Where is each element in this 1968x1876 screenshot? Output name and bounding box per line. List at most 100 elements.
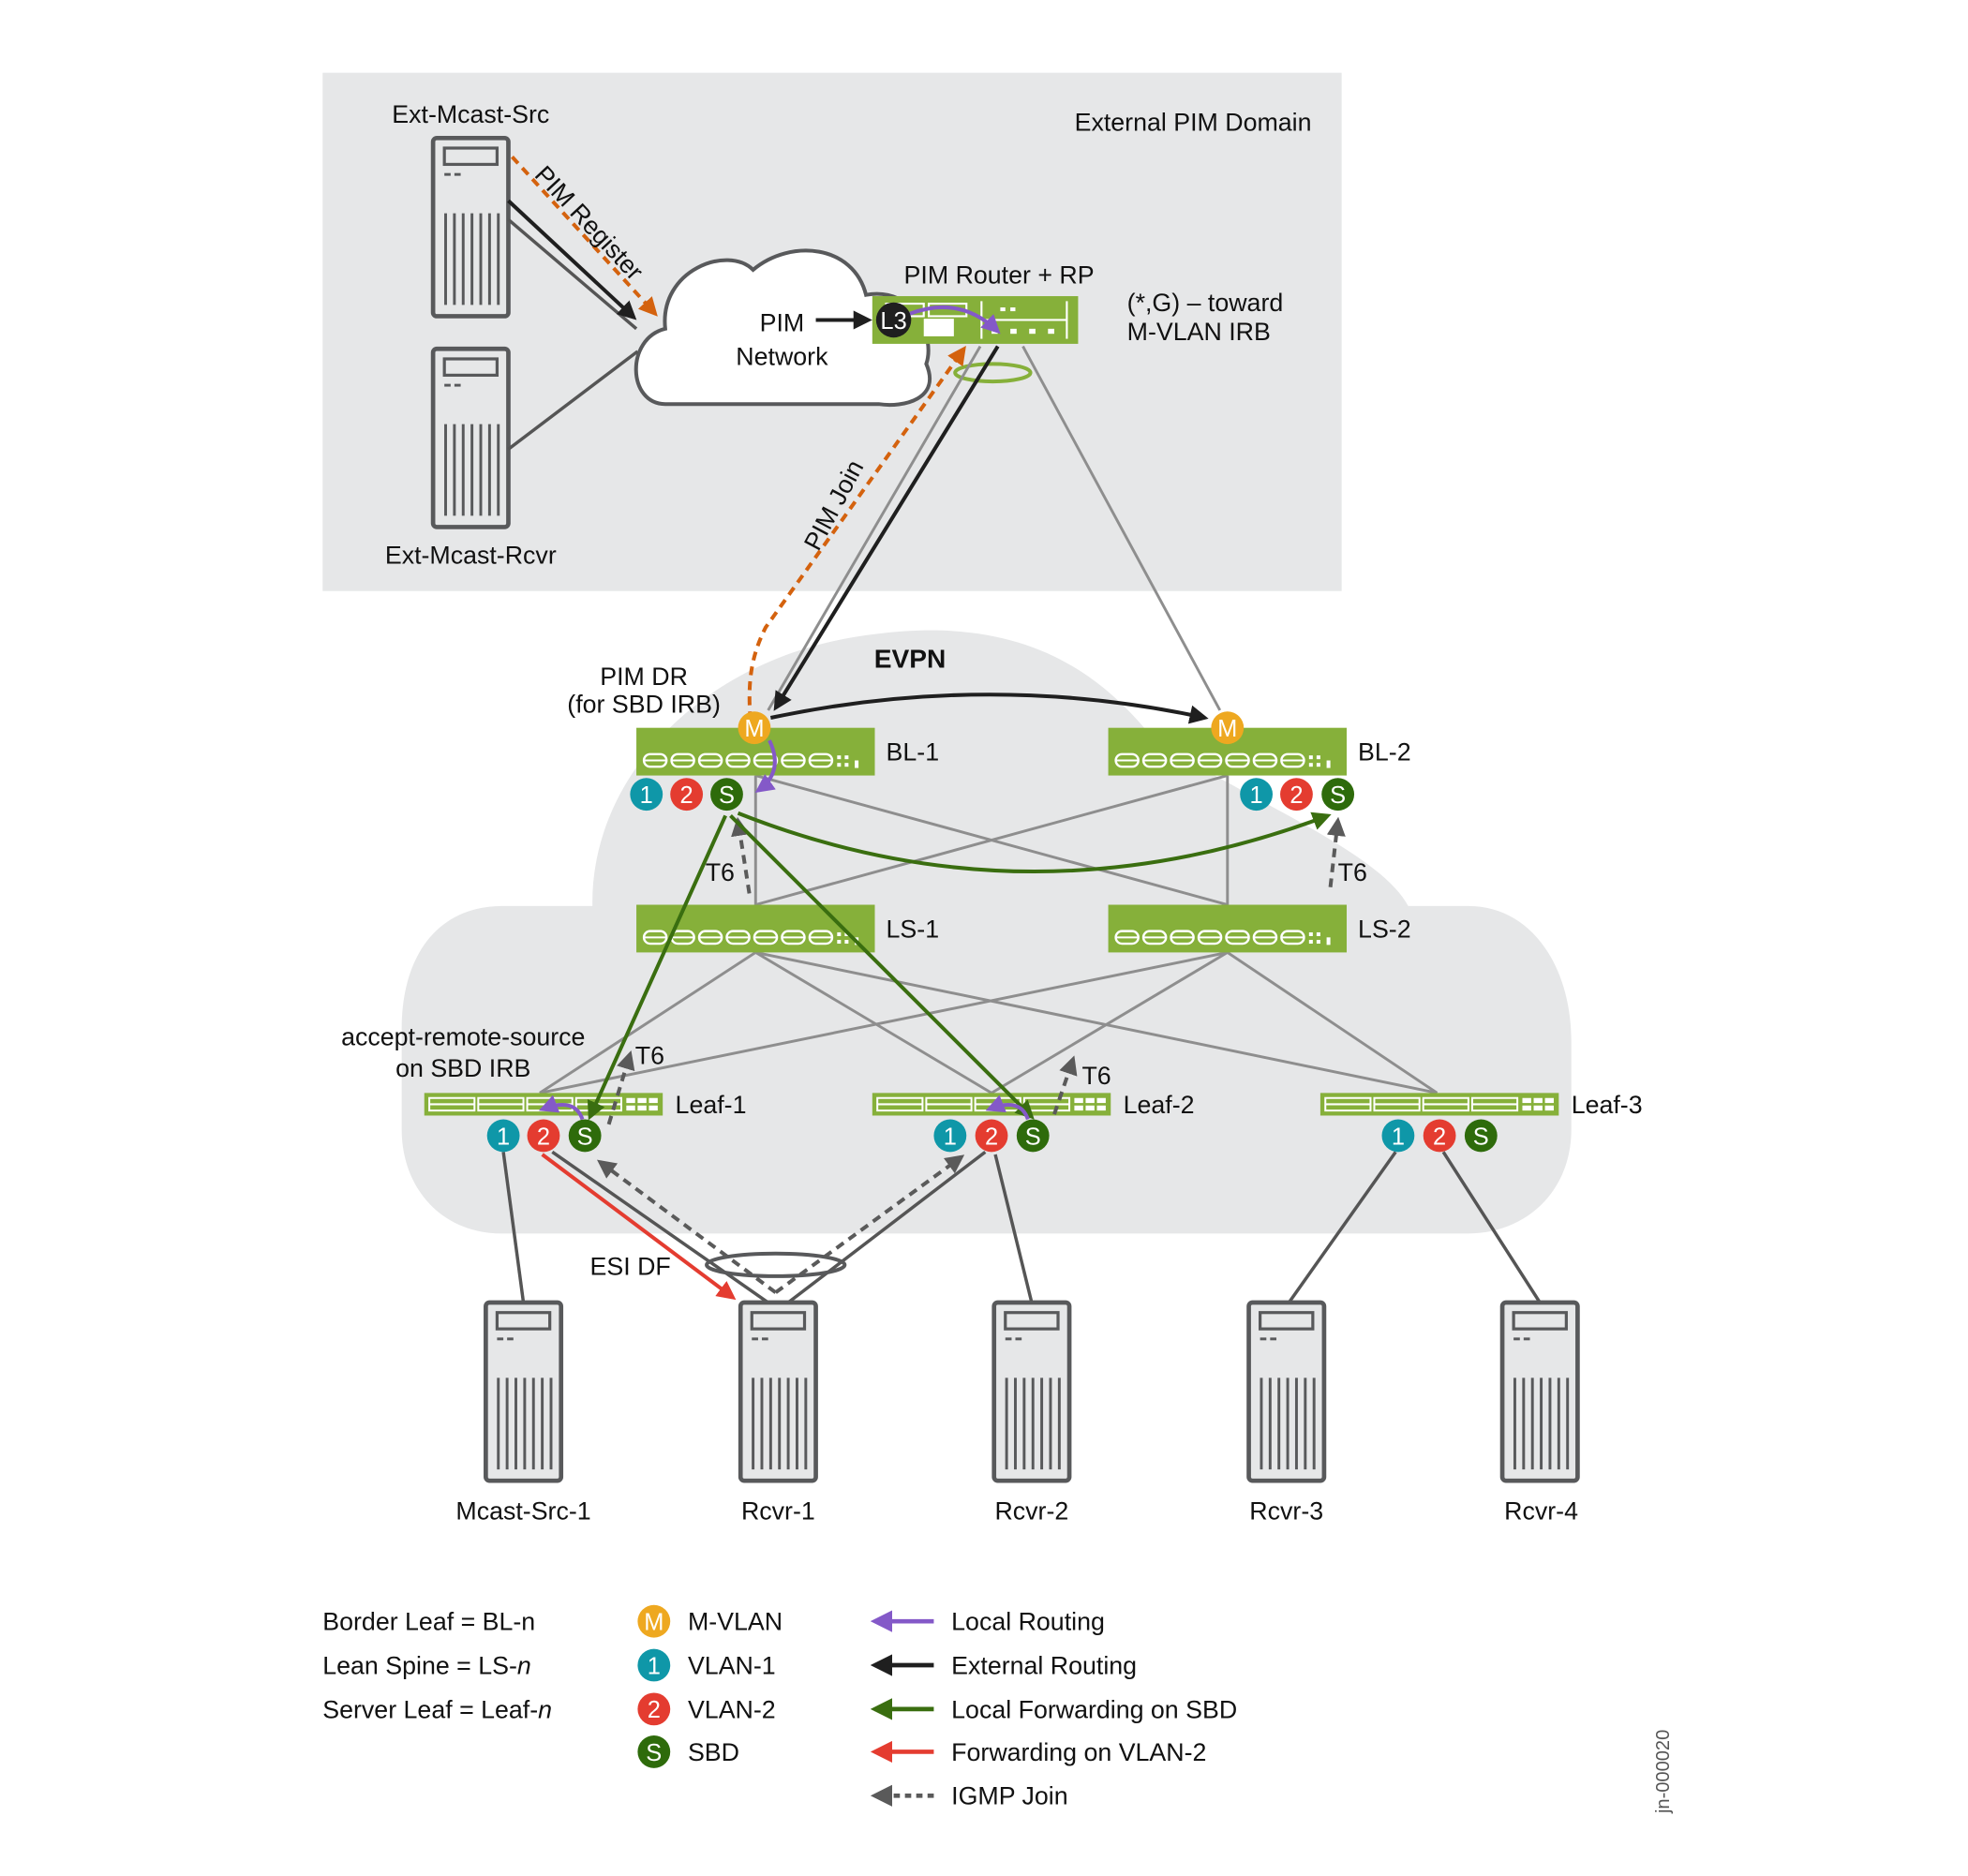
server-label-rcvr-2: Rcvr-2 bbox=[994, 1497, 1068, 1526]
svg-text:1: 1 bbox=[944, 1124, 957, 1150]
svg-text:1: 1 bbox=[1392, 1124, 1405, 1150]
l3-badge-text: L3 bbox=[880, 308, 906, 335]
pim-dr-label-2: (for SBD IRB) bbox=[567, 691, 721, 719]
legend-naming-border-leaf: Border Leaf = BL-n bbox=[322, 1608, 535, 1636]
svg-text:External Routing: External Routing bbox=[951, 1651, 1137, 1679]
pim-join-arrow bbox=[747, 346, 966, 721]
link-leaf3-rcvr4 bbox=[1441, 1151, 1542, 1303]
svg-text:IGMP Join: IGMP Join bbox=[951, 1782, 1067, 1810]
svg-text:S: S bbox=[719, 782, 735, 809]
leaf3-badge-vlan2: 2 bbox=[1423, 1119, 1456, 1153]
server-label-rcvr-4: Rcvr-4 bbox=[1504, 1497, 1578, 1526]
svg-text:M-VLAN: M-VLAN bbox=[688, 1608, 783, 1636]
link-ls1-leaf3 bbox=[754, 950, 1438, 1094]
svg-text:1: 1 bbox=[648, 1653, 661, 1679]
esi-lag-ring bbox=[705, 1251, 847, 1278]
svg-text:VLAN-2: VLAN-2 bbox=[688, 1695, 776, 1723]
leaf1-badge-vlan2: 2 bbox=[527, 1119, 560, 1153]
local-routing-bl1 bbox=[754, 739, 777, 793]
svg-text:2: 2 bbox=[1290, 782, 1303, 809]
leaf2-badge-sbd: S bbox=[1016, 1119, 1050, 1153]
leaf2-label: Leaf-2 bbox=[1124, 1091, 1195, 1119]
legend-badge-vlan-2: 2 VLAN-2 bbox=[637, 1692, 776, 1726]
sbd-forwarding-bl1-bl2 bbox=[737, 811, 1332, 874]
switch-leaf3 bbox=[1319, 1092, 1560, 1117]
link-ls2-leaf2 bbox=[991, 951, 1229, 1094]
link-router-bl1-a bbox=[767, 345, 982, 711]
pim-network-label-1: PIM bbox=[760, 309, 805, 337]
igmp-join-rcvr1-leaf1 bbox=[597, 1159, 777, 1294]
accept-remote-source-label-1: accept-remote-source bbox=[341, 1022, 585, 1050]
legend-naming: Border Leaf = BL-n Lean Spine = LS-n Ser… bbox=[322, 1608, 552, 1724]
link-bl2-ls1 bbox=[754, 774, 1229, 906]
external-pim-domain-title: External PIM Domain bbox=[1075, 108, 1312, 136]
server-mcast-src-1 bbox=[485, 1303, 560, 1481]
svg-text:Local Routing: Local Routing bbox=[951, 1608, 1105, 1636]
server-rcvr-3 bbox=[1249, 1303, 1324, 1481]
svg-text:1: 1 bbox=[1250, 782, 1263, 809]
bl1-badge-m: M bbox=[738, 711, 771, 745]
legend-arrow-forwarding-vlan2: Forwarding on VLAN-2 bbox=[870, 1738, 1206, 1766]
link-leaf1-rcvr1 bbox=[551, 1150, 769, 1304]
pim-router-label: PIM Router + RP bbox=[904, 261, 1095, 290]
local-routing-leaf2 bbox=[985, 1094, 1030, 1121]
leaf3-label: Leaf-3 bbox=[1572, 1091, 1643, 1119]
bl1-badge-vlan1: 1 bbox=[630, 778, 663, 811]
svg-text:Local Forwarding on SBD: Local Forwarding on SBD bbox=[951, 1695, 1237, 1723]
legend-naming-lean-spine: Lean Spine = LS-n bbox=[322, 1651, 530, 1679]
svg-text:2: 2 bbox=[985, 1124, 998, 1150]
esi-df-label: ESI DF bbox=[590, 1253, 671, 1281]
ls2-label: LS-2 bbox=[1358, 915, 1411, 943]
svg-text:S: S bbox=[1025, 1124, 1041, 1150]
pim-network-label-2: Network bbox=[736, 343, 828, 371]
external-routing-bl1-bl2 bbox=[769, 692, 1209, 724]
igmp-join-rcvr1-leaf2 bbox=[774, 1154, 965, 1294]
router-note-1: (*,G) – toward bbox=[1127, 289, 1284, 317]
svg-text:1: 1 bbox=[640, 782, 653, 809]
leaf1-badge-sbd: S bbox=[568, 1119, 602, 1153]
legend-naming-server-leaf: Server Leaf = Leaf-n bbox=[322, 1695, 552, 1723]
sbd-forwarding-bl1-leaf2 bbox=[729, 814, 1035, 1120]
external-routing-arrow-src bbox=[507, 199, 637, 320]
server-label-rcvr-1: Rcvr-1 bbox=[741, 1497, 815, 1526]
svg-text:S: S bbox=[646, 1740, 662, 1766]
bl2-badge-vlan1: 1 bbox=[1240, 778, 1273, 811]
t6-label-ls2: T6 bbox=[1338, 858, 1367, 886]
leaf2-badge-vlan1: 1 bbox=[933, 1119, 967, 1153]
pim-network-cloud bbox=[634, 248, 932, 407]
ext-mcast-src-label: Ext-Mcast-Src bbox=[392, 100, 549, 128]
switch-leaf2 bbox=[871, 1092, 1112, 1117]
vlan2-forwarding-arrow bbox=[541, 1153, 737, 1301]
switch-ls2 bbox=[1107, 903, 1349, 954]
evpn-title: EVPN bbox=[874, 644, 947, 673]
bl1-label: BL-1 bbox=[887, 738, 940, 767]
svg-text:M: M bbox=[744, 716, 764, 742]
external-routing-arrow-bl1 bbox=[773, 345, 1000, 711]
pim-dr-label-1: PIM DR bbox=[600, 663, 688, 691]
bl1-badge-vlan2: 2 bbox=[670, 778, 704, 811]
legend-arrow-local-forwarding-sbd: Local Forwarding on SBD bbox=[870, 1695, 1237, 1723]
svg-text:2: 2 bbox=[1433, 1124, 1446, 1150]
svg-text:2: 2 bbox=[537, 1124, 550, 1150]
ext-mcast-rcvr-label: Ext-Mcast-Rcvr bbox=[385, 541, 557, 569]
t6-label-leaf2: T6 bbox=[1081, 1062, 1111, 1090]
server-label-mcast-src-1: Mcast-Src-1 bbox=[455, 1497, 590, 1526]
t6-arrow-leaf1 bbox=[606, 1050, 635, 1125]
server-rcvr-1 bbox=[740, 1303, 815, 1481]
link-ls1-leaf2 bbox=[754, 951, 992, 1094]
bl2-badge-vlan2: 2 bbox=[1280, 778, 1313, 811]
svg-text:2: 2 bbox=[648, 1697, 661, 1723]
leaf1-label: Leaf-1 bbox=[676, 1091, 747, 1119]
t6-label-leaf1: T6 bbox=[635, 1042, 664, 1070]
link-ext-rcvr-cloud bbox=[507, 350, 639, 451]
server-ext-mcast-rcvr bbox=[433, 349, 508, 527]
svg-text:Forwarding on VLAN-2: Forwarding on VLAN-2 bbox=[951, 1738, 1206, 1766]
server-rcvr-2 bbox=[994, 1303, 1069, 1481]
legend-arrows: Local Routing External Routing Local For… bbox=[870, 1608, 1237, 1810]
svg-text:M: M bbox=[1217, 716, 1237, 742]
switch-ls1 bbox=[634, 903, 876, 954]
legend-arrow-external-routing: External Routing bbox=[870, 1651, 1137, 1679]
